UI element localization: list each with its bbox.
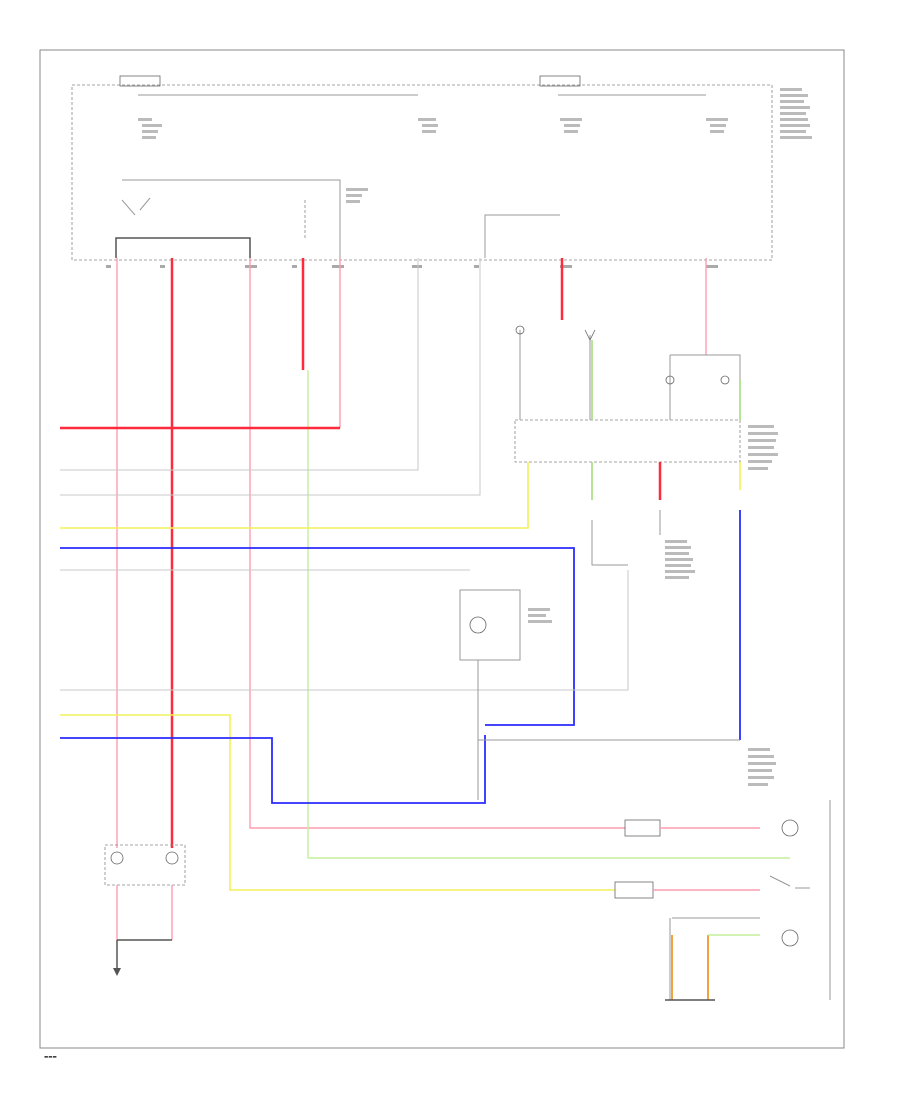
- vertical-feeds: [60, 258, 790, 859]
- harness-wires: [60, 426, 629, 891]
- rear-lamp-wiring: [614, 800, 831, 1001]
- combination-switch: [514, 325, 778, 740]
- relay: [121, 179, 368, 258]
- front-lamps: [104, 844, 186, 976]
- bottom-left-mark: ▬▬▬: [44, 1055, 57, 1060]
- junction-block: [71, 75, 812, 268]
- pin-markers: [106, 265, 718, 268]
- diagram-frame: [39, 49, 845, 1049]
- indicator-module: [459, 589, 776, 800]
- fuse-labels: [138, 88, 812, 139]
